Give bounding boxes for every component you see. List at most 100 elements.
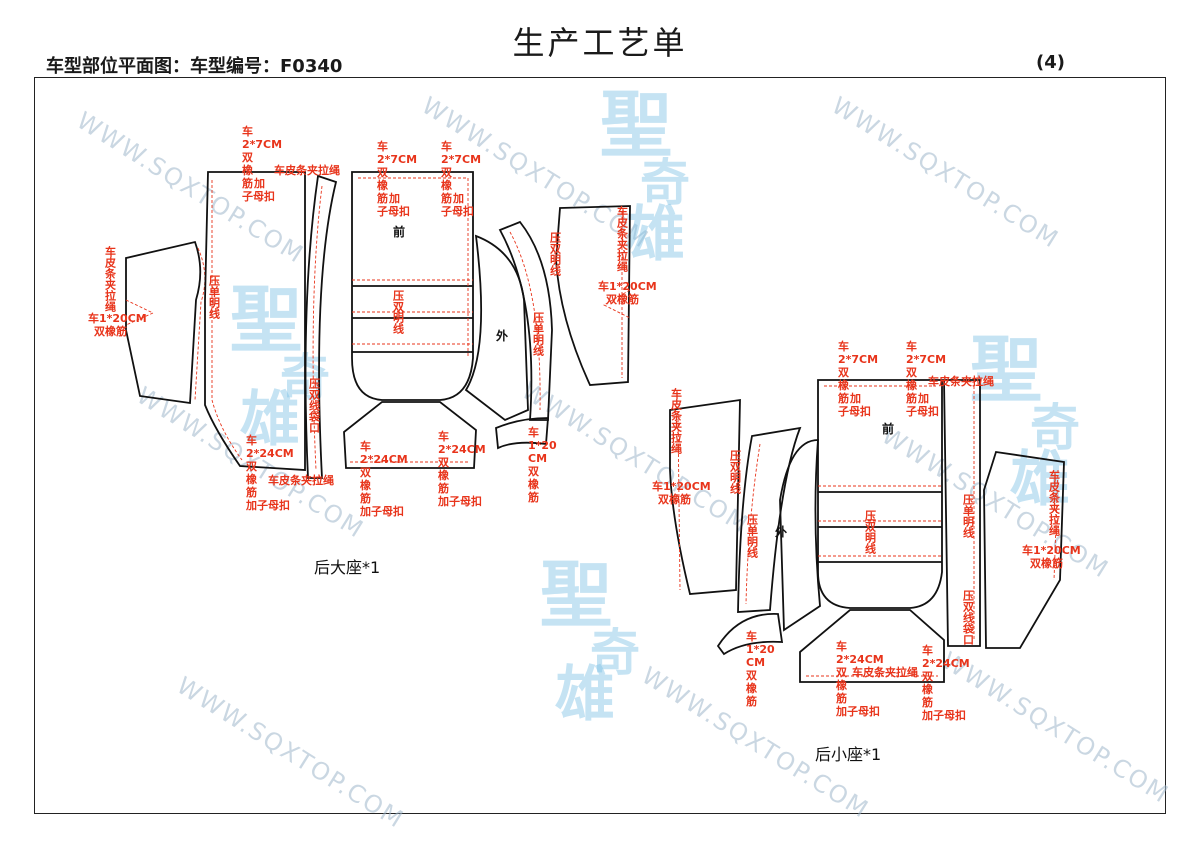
note-shuang: 双 bbox=[838, 366, 849, 379]
watermark-char: 雄 bbox=[625, 200, 685, 270]
note-shuang: 双 bbox=[242, 151, 253, 164]
note-jin: 筋 bbox=[437, 481, 449, 495]
note-zimukou: 子母扣 bbox=[906, 404, 939, 418]
note-2x7: 2*7CM bbox=[377, 153, 417, 166]
note-shuang: 双 bbox=[836, 666, 847, 679]
note-yadan: 压单明线 bbox=[532, 311, 545, 357]
rear-small-seat bbox=[669, 379, 1065, 683]
drawing-frame bbox=[34, 77, 1166, 814]
note-car: 车 bbox=[922, 643, 933, 657]
seam-line bbox=[677, 413, 681, 591]
note-jin: 筋 bbox=[745, 694, 757, 708]
pattern-piece bbox=[737, 426, 802, 613]
note-xiang: 橡 bbox=[377, 178, 388, 192]
pattern-piece bbox=[716, 613, 784, 656]
note-car: 车 bbox=[438, 429, 449, 443]
note-jiazimukou: 加子母扣 bbox=[835, 704, 880, 718]
note-vertical-lasheng: 车皮条夹拉绳 bbox=[670, 387, 684, 455]
watermark-char: 雄 bbox=[1010, 445, 1070, 515]
note-car: 车 bbox=[528, 425, 539, 439]
note-zimukou: 子母扣 bbox=[838, 404, 871, 418]
pattern-piece bbox=[495, 417, 549, 450]
note-jin: 筋 bbox=[835, 691, 847, 705]
note-xiang: 橡 bbox=[838, 378, 849, 392]
watermark-url: WWW.SQXTOP.COM bbox=[937, 646, 1174, 809]
note-jia: 加 bbox=[452, 191, 464, 205]
note-shuang: 双 bbox=[906, 366, 917, 379]
note-shuang: 双 bbox=[441, 166, 452, 179]
seam-line bbox=[312, 185, 323, 471]
watermark-char: 聖 bbox=[540, 552, 612, 637]
note-jia: 加 bbox=[917, 391, 929, 405]
note-vertical-lasheng: 车皮条夹拉绳 bbox=[104, 245, 118, 313]
note-vertical-lasheng: 车皮条夹拉绳 bbox=[1048, 469, 1062, 537]
note-lasheng: 车皮条夹拉绳 bbox=[274, 163, 340, 177]
model-subtitle: 车型部位平面图：车型编号：F0340 bbox=[46, 56, 343, 77]
note-lasheng: 车皮条夹拉绳 bbox=[928, 374, 994, 388]
pattern-piece bbox=[817, 379, 943, 609]
note-2x7: 2*7CM bbox=[441, 153, 481, 166]
note-xiang: 橡 bbox=[438, 468, 449, 482]
note-shuang: 双 bbox=[746, 669, 757, 682]
note-xiang: 橡 bbox=[246, 472, 257, 486]
note-shuang: 双 bbox=[922, 670, 933, 683]
rear-large-seat bbox=[125, 171, 631, 479]
caption-rear-large-seat: 后大座*1 bbox=[314, 558, 380, 577]
seam-line bbox=[745, 443, 761, 605]
note-car: 车 bbox=[242, 124, 253, 138]
note-yadaikou: 压双线袋口 bbox=[308, 377, 322, 434]
note-car: 车 bbox=[441, 139, 452, 153]
note-jia: 加 bbox=[253, 176, 265, 190]
watermark-char: 聖 bbox=[970, 327, 1042, 412]
note-vertical-lasheng: 车皮条夹拉绳 bbox=[616, 205, 630, 273]
pattern-piece bbox=[555, 205, 631, 386]
seam-line bbox=[509, 231, 541, 411]
note-dbl: 双橡筋 bbox=[94, 324, 127, 338]
note-xiang: 橡 bbox=[746, 681, 757, 695]
note-jiazimukou: 加子母扣 bbox=[245, 498, 290, 512]
note-1x20: 1*20 bbox=[746, 643, 775, 656]
page-title: 生产工艺单 bbox=[512, 24, 688, 62]
note-shuang: 双 bbox=[438, 456, 449, 469]
note-shuang: 双 bbox=[360, 466, 371, 479]
note-jin: 筋 bbox=[245, 485, 257, 499]
note-xiang: 橡 bbox=[528, 477, 539, 491]
outer-label: 外 bbox=[496, 328, 508, 343]
note-yadan: 压单明线 bbox=[746, 513, 759, 559]
note-lasheng: 车皮条夹拉绳 bbox=[852, 665, 918, 679]
note-jin: 筋 bbox=[527, 490, 539, 504]
note-2x24: 2*24CM bbox=[438, 443, 486, 456]
note-xiang: 橡 bbox=[242, 163, 253, 177]
note-car: 车 bbox=[360, 439, 371, 453]
note-dbl: 双橡筋 bbox=[1030, 556, 1063, 570]
note-yashuang: 压双明线 bbox=[729, 449, 742, 495]
note-jiazimukou: 加子母扣 bbox=[359, 504, 404, 518]
watermark-char: 奇 bbox=[640, 153, 690, 212]
note-yadan: 压单明线 bbox=[208, 274, 221, 320]
watermark-url: WWW.SQXTOP.COM bbox=[172, 671, 409, 834]
watermark-char: 雄 bbox=[555, 660, 615, 730]
watermark-char: 奇 bbox=[590, 623, 640, 682]
pattern-piece bbox=[669, 398, 741, 595]
note-shuang: 双 bbox=[246, 460, 257, 473]
note-xiang: 橡 bbox=[906, 378, 917, 392]
note-yashuang: 压双明线 bbox=[392, 289, 405, 335]
note-2x24: 2*24CM bbox=[836, 653, 884, 666]
note-2x7: 2*7CM bbox=[838, 353, 878, 366]
note-car: 车 bbox=[838, 339, 849, 353]
watermark-char: 聖 bbox=[600, 82, 672, 167]
note-shuang: 双 bbox=[528, 465, 539, 478]
note-1x20: 车1*20CM bbox=[652, 479, 711, 493]
note-xiang: 橡 bbox=[441, 178, 452, 192]
note-1x20: 车1*20CM bbox=[1022, 543, 1081, 557]
note-car: 车 bbox=[746, 629, 757, 643]
note-jin: 筋 bbox=[359, 491, 371, 505]
note-jin: 筋 bbox=[241, 176, 253, 190]
pattern-piece bbox=[983, 450, 1065, 649]
note-yadaikou: 压双线袋口 bbox=[962, 589, 976, 646]
note-yadan: 压单明线 bbox=[962, 493, 975, 539]
seam-line bbox=[603, 289, 631, 319]
pattern-piece bbox=[351, 171, 474, 401]
watermark-char: 雄 bbox=[240, 385, 300, 455]
note-zimukou: 子母扣 bbox=[377, 204, 410, 218]
